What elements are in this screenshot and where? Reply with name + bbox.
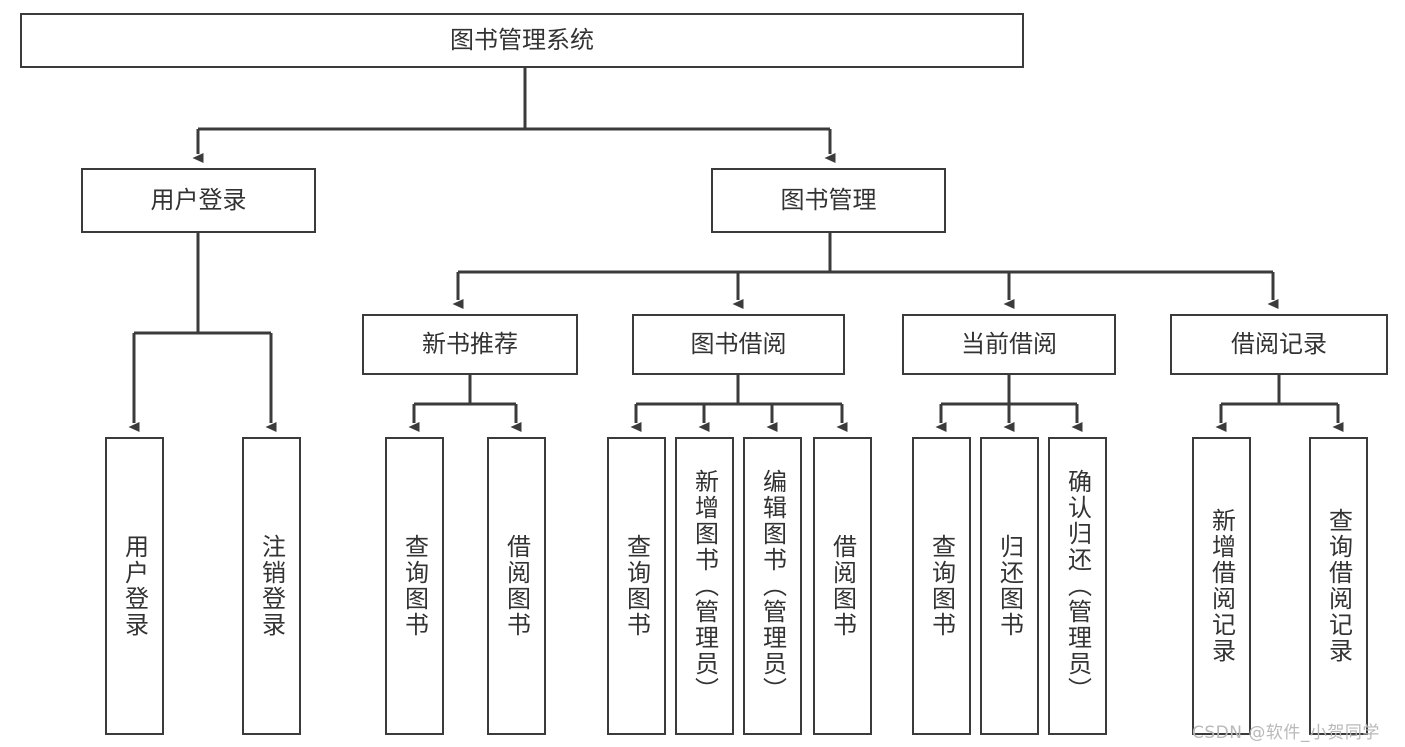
node-book-management-label: 图书管理 [780,186,877,215]
node-user-login-label: 用户登录 [150,186,247,215]
node-leaf-query-record[interactable]: 查询借阅记录 [1309,437,1368,735]
node-leaf-query-record-label: 查询借阅记录 [1324,508,1353,664]
node-leaf-borrow-book-2-label: 借阅图书 [828,534,857,638]
node-leaf-add-book[interactable]: 新增图书（管理员） [675,437,734,735]
node-leaf-user-logout-label: 注销登录 [257,534,286,638]
node-current-borrow[interactable]: 当前借阅 [902,314,1116,375]
node-leaf-borrow-book-1[interactable]: 借阅图书 [487,437,546,735]
node-leaf-edit-book[interactable]: 编辑图书（管理员） [743,437,802,735]
node-borrow-record-label: 借阅记录 [1231,330,1327,359]
node-leaf-confirm-return[interactable]: 确认归还（管理员） [1048,437,1107,735]
node-new-book-recommend[interactable]: 新书推荐 [362,314,578,375]
node-book-borrow-label: 图书借阅 [690,330,787,359]
node-leaf-user-login[interactable]: 用户登录 [105,437,164,735]
node-leaf-query-book-1-label: 查询图书 [400,534,429,638]
node-current-borrow-label: 当前借阅 [961,330,1057,359]
node-book-management[interactable]: 图书管理 [711,168,946,233]
node-leaf-borrow-book-2[interactable]: 借阅图书 [813,437,872,735]
node-leaf-borrow-book-1-label: 借阅图书 [502,534,531,638]
node-leaf-query-book-2-label: 查询图书 [622,534,651,638]
csdn-watermark: CSDN @软件_小贺同学 [1192,723,1380,743]
node-leaf-user-logout[interactable]: 注销登录 [242,437,301,735]
node-leaf-query-book-1[interactable]: 查询图书 [385,437,444,735]
node-user-login[interactable]: 用户登录 [81,168,316,233]
node-leaf-query-book-2[interactable]: 查询图书 [607,437,666,735]
node-leaf-query-book-3[interactable]: 查询图书 [912,437,971,735]
node-leaf-add-book-label: 新增图书（管理员） [690,469,719,703]
node-leaf-query-book-3-label: 查询图书 [927,534,956,638]
node-leaf-confirm-return-label: 确认归还（管理员） [1063,469,1092,703]
node-root-label: 图书管理系统 [450,26,594,55]
node-leaf-edit-book-label: 编辑图书（管理员） [758,469,787,703]
node-leaf-return-book-label: 归还图书 [995,534,1024,638]
node-leaf-add-record-label: 新增借阅记录 [1207,508,1236,664]
node-leaf-user-login-label: 用户登录 [120,534,149,638]
node-book-borrow[interactable]: 图书借阅 [632,314,845,375]
node-leaf-return-book[interactable]: 归还图书 [980,437,1039,735]
node-root[interactable]: 图书管理系统 [20,13,1024,68]
node-new-book-recommend-label: 新书推荐 [422,330,518,359]
node-leaf-add-record[interactable]: 新增借阅记录 [1192,437,1251,735]
node-borrow-record[interactable]: 借阅记录 [1170,314,1388,375]
